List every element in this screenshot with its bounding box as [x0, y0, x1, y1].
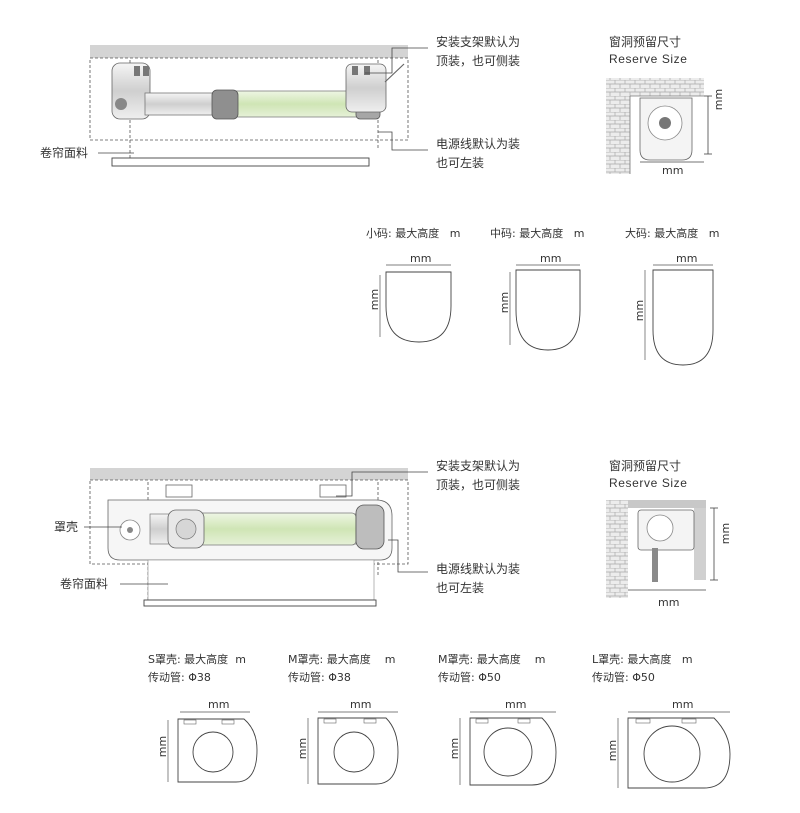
bottom-rail-1	[111, 157, 370, 167]
size-profiles-1	[379, 264, 714, 366]
annotation-power2-line1: 电源线默认为装	[436, 562, 521, 576]
tube-label-m38: 传动管: Φ38	[288, 671, 351, 684]
annotation-bracket-line1: 安装支架默认为	[436, 35, 521, 49]
tube-label-s38: 传动管: Φ38	[148, 671, 211, 684]
cover-m38-w: mm	[350, 698, 372, 711]
fabric-roll-1	[224, 90, 361, 118]
cover-m38-h: mm	[296, 737, 310, 760]
ceiling-1	[90, 45, 408, 58]
ceiling-2	[90, 468, 408, 480]
cover-m50-w: mm	[505, 698, 527, 711]
right-bracket	[345, 63, 387, 113]
tube-label-l50: 传动管: Φ50	[592, 671, 655, 684]
annotation-power2-line2: 也可左装	[436, 581, 485, 595]
label-fabric-2: 卷帘面料	[60, 577, 109, 591]
fabric-roll-2	[195, 512, 357, 546]
label-cover-2: 罩壳	[54, 520, 79, 534]
reserve-title-en-1: Reserve Size	[609, 52, 688, 66]
reserve-unit-w-2: mm	[658, 596, 680, 609]
size-large-w: mm	[676, 252, 698, 265]
cover-label-s38: S罩壳: 最大高度 m	[148, 653, 246, 666]
motor-head-1	[211, 89, 239, 120]
size-label-medium: 中码: 最大高度 m	[490, 227, 585, 240]
reserve-title-cn-2: 窗洞预留尺寸	[609, 459, 682, 473]
annotation-power-line1: 电源线默认为装	[436, 137, 521, 151]
size-label-small: 小码: 最大高度 m	[366, 227, 461, 240]
size-medium-h: mm	[498, 291, 512, 314]
tube-label-m50: 传动管: Φ50	[438, 671, 501, 684]
reserve-title-cn-1: 窗洞预留尺寸	[609, 35, 682, 49]
reserve-size-2	[606, 500, 718, 598]
cover-label-l50: L罩壳: 最大高度 m	[592, 653, 693, 666]
cover-s38-w: mm	[208, 698, 230, 711]
cover-m50-h: mm	[448, 737, 462, 760]
size-medium-w: mm	[540, 252, 562, 265]
label-fabric-1: 卷帘面料	[40, 146, 89, 160]
cover-profiles-2	[167, 711, 731, 789]
annotation-bracket2-line1: 安装支架默认为	[436, 459, 521, 473]
install-drawing-2	[84, 468, 428, 607]
size-label-large: 大码: 最大高度 m	[625, 227, 720, 240]
cover-l50-h: mm	[606, 739, 620, 762]
size-small-w: mm	[410, 252, 432, 265]
annotation-power-line2: 也可左装	[436, 156, 485, 170]
cover-label-m50: M罩壳: 最大高度 m	[438, 653, 546, 666]
size-large-h: mm	[633, 299, 647, 322]
reserve-unit-h-2: mm	[719, 522, 733, 545]
reserve-unit-w-1: mm	[662, 164, 684, 177]
reserve-unit-h-1: mm	[712, 88, 726, 111]
reserve-title-en-2: Reserve Size	[609, 476, 688, 490]
annotation-bracket2-line2: 顶装，也可侧装	[436, 478, 521, 492]
bottom-rail-2	[143, 599, 377, 607]
reserve-size-1	[606, 78, 712, 174]
cover-label-m38: M罩壳: 最大高度 m	[288, 653, 396, 666]
cover-l50-w: mm	[672, 698, 694, 711]
annotation-bracket-line2: 顶装，也可侧装	[436, 54, 521, 68]
install-drawing-1	[89, 45, 428, 167]
cover-s38-h: mm	[156, 735, 170, 758]
size-small-h: mm	[368, 288, 382, 311]
